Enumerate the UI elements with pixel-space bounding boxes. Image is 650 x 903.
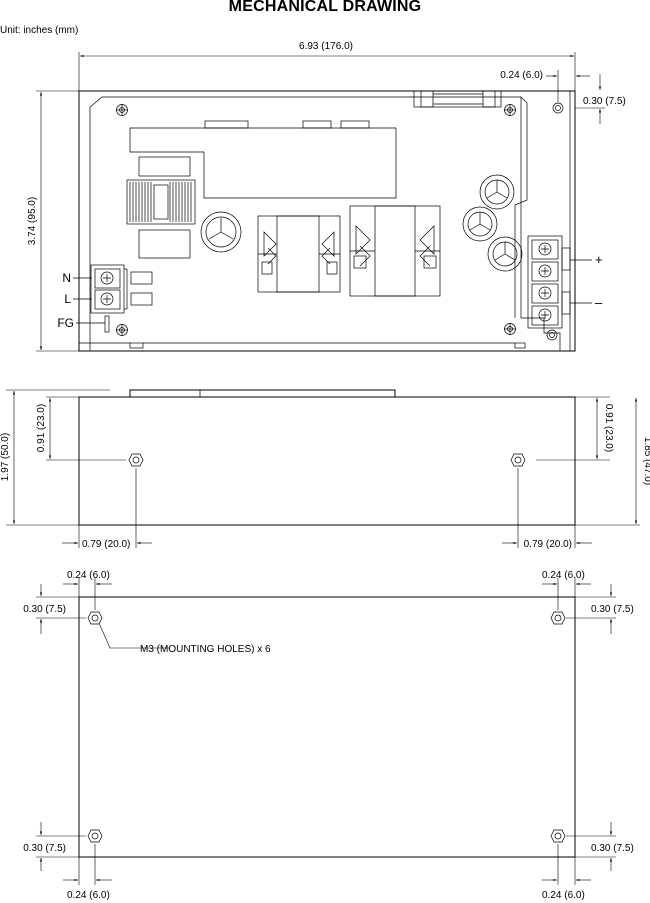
- transformer-right: [349, 205, 441, 297]
- side-view: 1.97 (50.0) 0.91 (23.0) 0.91 (23.0) 1.85…: [0, 389, 650, 550]
- pcb-outline: [89, 96, 561, 351]
- mounting-note: M3 (MOUNTING HOLES) x 6: [140, 644, 271, 655]
- bottom-view: 0.24 (6.0) 0.30 (7.5) 0.24 (6.0) 0.30 (7…: [23, 570, 634, 901]
- bottom-hole-tr: [550, 611, 566, 625]
- side-chassis-height: 1.85 (47.0): [642, 437, 650, 485]
- heatsink-plate: [129, 127, 397, 199]
- input-terminal-block: [90, 264, 128, 314]
- resistor: [138, 156, 191, 177]
- transformer-left: [257, 215, 341, 293]
- terminal-fg-label: FG: [57, 316, 74, 330]
- chassis-hole-bottom-right: [546, 329, 558, 341]
- fg-lug: [104, 315, 110, 333]
- bottom-offset-y-br: 0.30 (7.5): [591, 843, 634, 854]
- side-hole-height-right: 0.91 (23.0): [603, 404, 614, 452]
- chassis-hole-top-right: [552, 102, 564, 114]
- top-view-chassis: [78, 90, 576, 352]
- bottom-offset-x-br: 0.24 (6.0): [542, 890, 585, 901]
- side-total-height: 1.97 (50.0): [0, 433, 11, 481]
- pcb-screw-hole-tr: [504, 104, 516, 116]
- bottom-offset-x-bl: 0.24 (6.0): [67, 890, 110, 901]
- capacitor-4: [487, 236, 523, 272]
- top-connector: [413, 90, 502, 108]
- bottom-view-chassis: [78, 596, 576, 858]
- side-hole-height-left: 0.91 (23.0): [36, 404, 47, 452]
- side-hole-offset-left: 0.79 (20.0): [82, 539, 130, 550]
- input-fuse-2: [130, 292, 153, 306]
- top-hole-offset-x: 0.24 (6.0): [500, 70, 543, 81]
- capacitor-2: [479, 174, 515, 210]
- bottom-offset-y-tr: 0.30 (7.5): [591, 604, 634, 615]
- output-terminal-block: [527, 235, 571, 329]
- capacitor-box: [138, 229, 191, 259]
- capacitor-1: [200, 211, 242, 253]
- side-hole-offset-right: 0.79 (20.0): [524, 539, 572, 550]
- top-hole-offset-y: 0.30 (7.5): [583, 96, 626, 107]
- unit-label: Unit: inches (mm): [0, 25, 79, 36]
- top-height-dim: 3.74 (95.0): [27, 197, 38, 245]
- pcb-inner-edge: [514, 96, 528, 318]
- bottom-offset-y-tl: 0.30 (7.5): [23, 604, 66, 615]
- bottom-hole-tl: [87, 611, 103, 625]
- pcb-screw-hole-tl: [116, 104, 128, 116]
- bottom-hole-br: [550, 829, 566, 843]
- output-plus-label: +: [595, 252, 603, 267]
- pcb-screw-hole-bl: [116, 324, 128, 336]
- side-hole-right: [510, 453, 526, 467]
- top-width-dim: 6.93 (176.0): [299, 41, 353, 52]
- capacitor-3: [462, 206, 498, 242]
- side-view-chassis: [78, 396, 576, 526]
- top-view: N L FG + – 6.93 (176.0) 3.74 (9: [27, 41, 626, 352]
- side-hole-left: [128, 453, 144, 467]
- input-fuse-1: [130, 271, 153, 285]
- bottom-offset-x-tr: 0.24 (6.0): [542, 570, 585, 581]
- mounting-note-leader: [98, 622, 170, 649]
- side-view-top-lid: [129, 389, 396, 398]
- pcb-screw-hole-br: [504, 323, 516, 335]
- bottom-offset-x-tl: 0.24 (6.0): [67, 570, 110, 581]
- terminal-l-label: L: [64, 292, 71, 306]
- bottom-offset-y-bl: 0.30 (7.5): [23, 843, 66, 854]
- page-title: MECHANICAL DRAWING: [228, 0, 422, 15]
- terminal-n-label: N: [62, 271, 71, 285]
- output-minus-label: –: [595, 295, 603, 310]
- common-mode-choke: [126, 179, 196, 225]
- bottom-hole-bl: [87, 829, 103, 843]
